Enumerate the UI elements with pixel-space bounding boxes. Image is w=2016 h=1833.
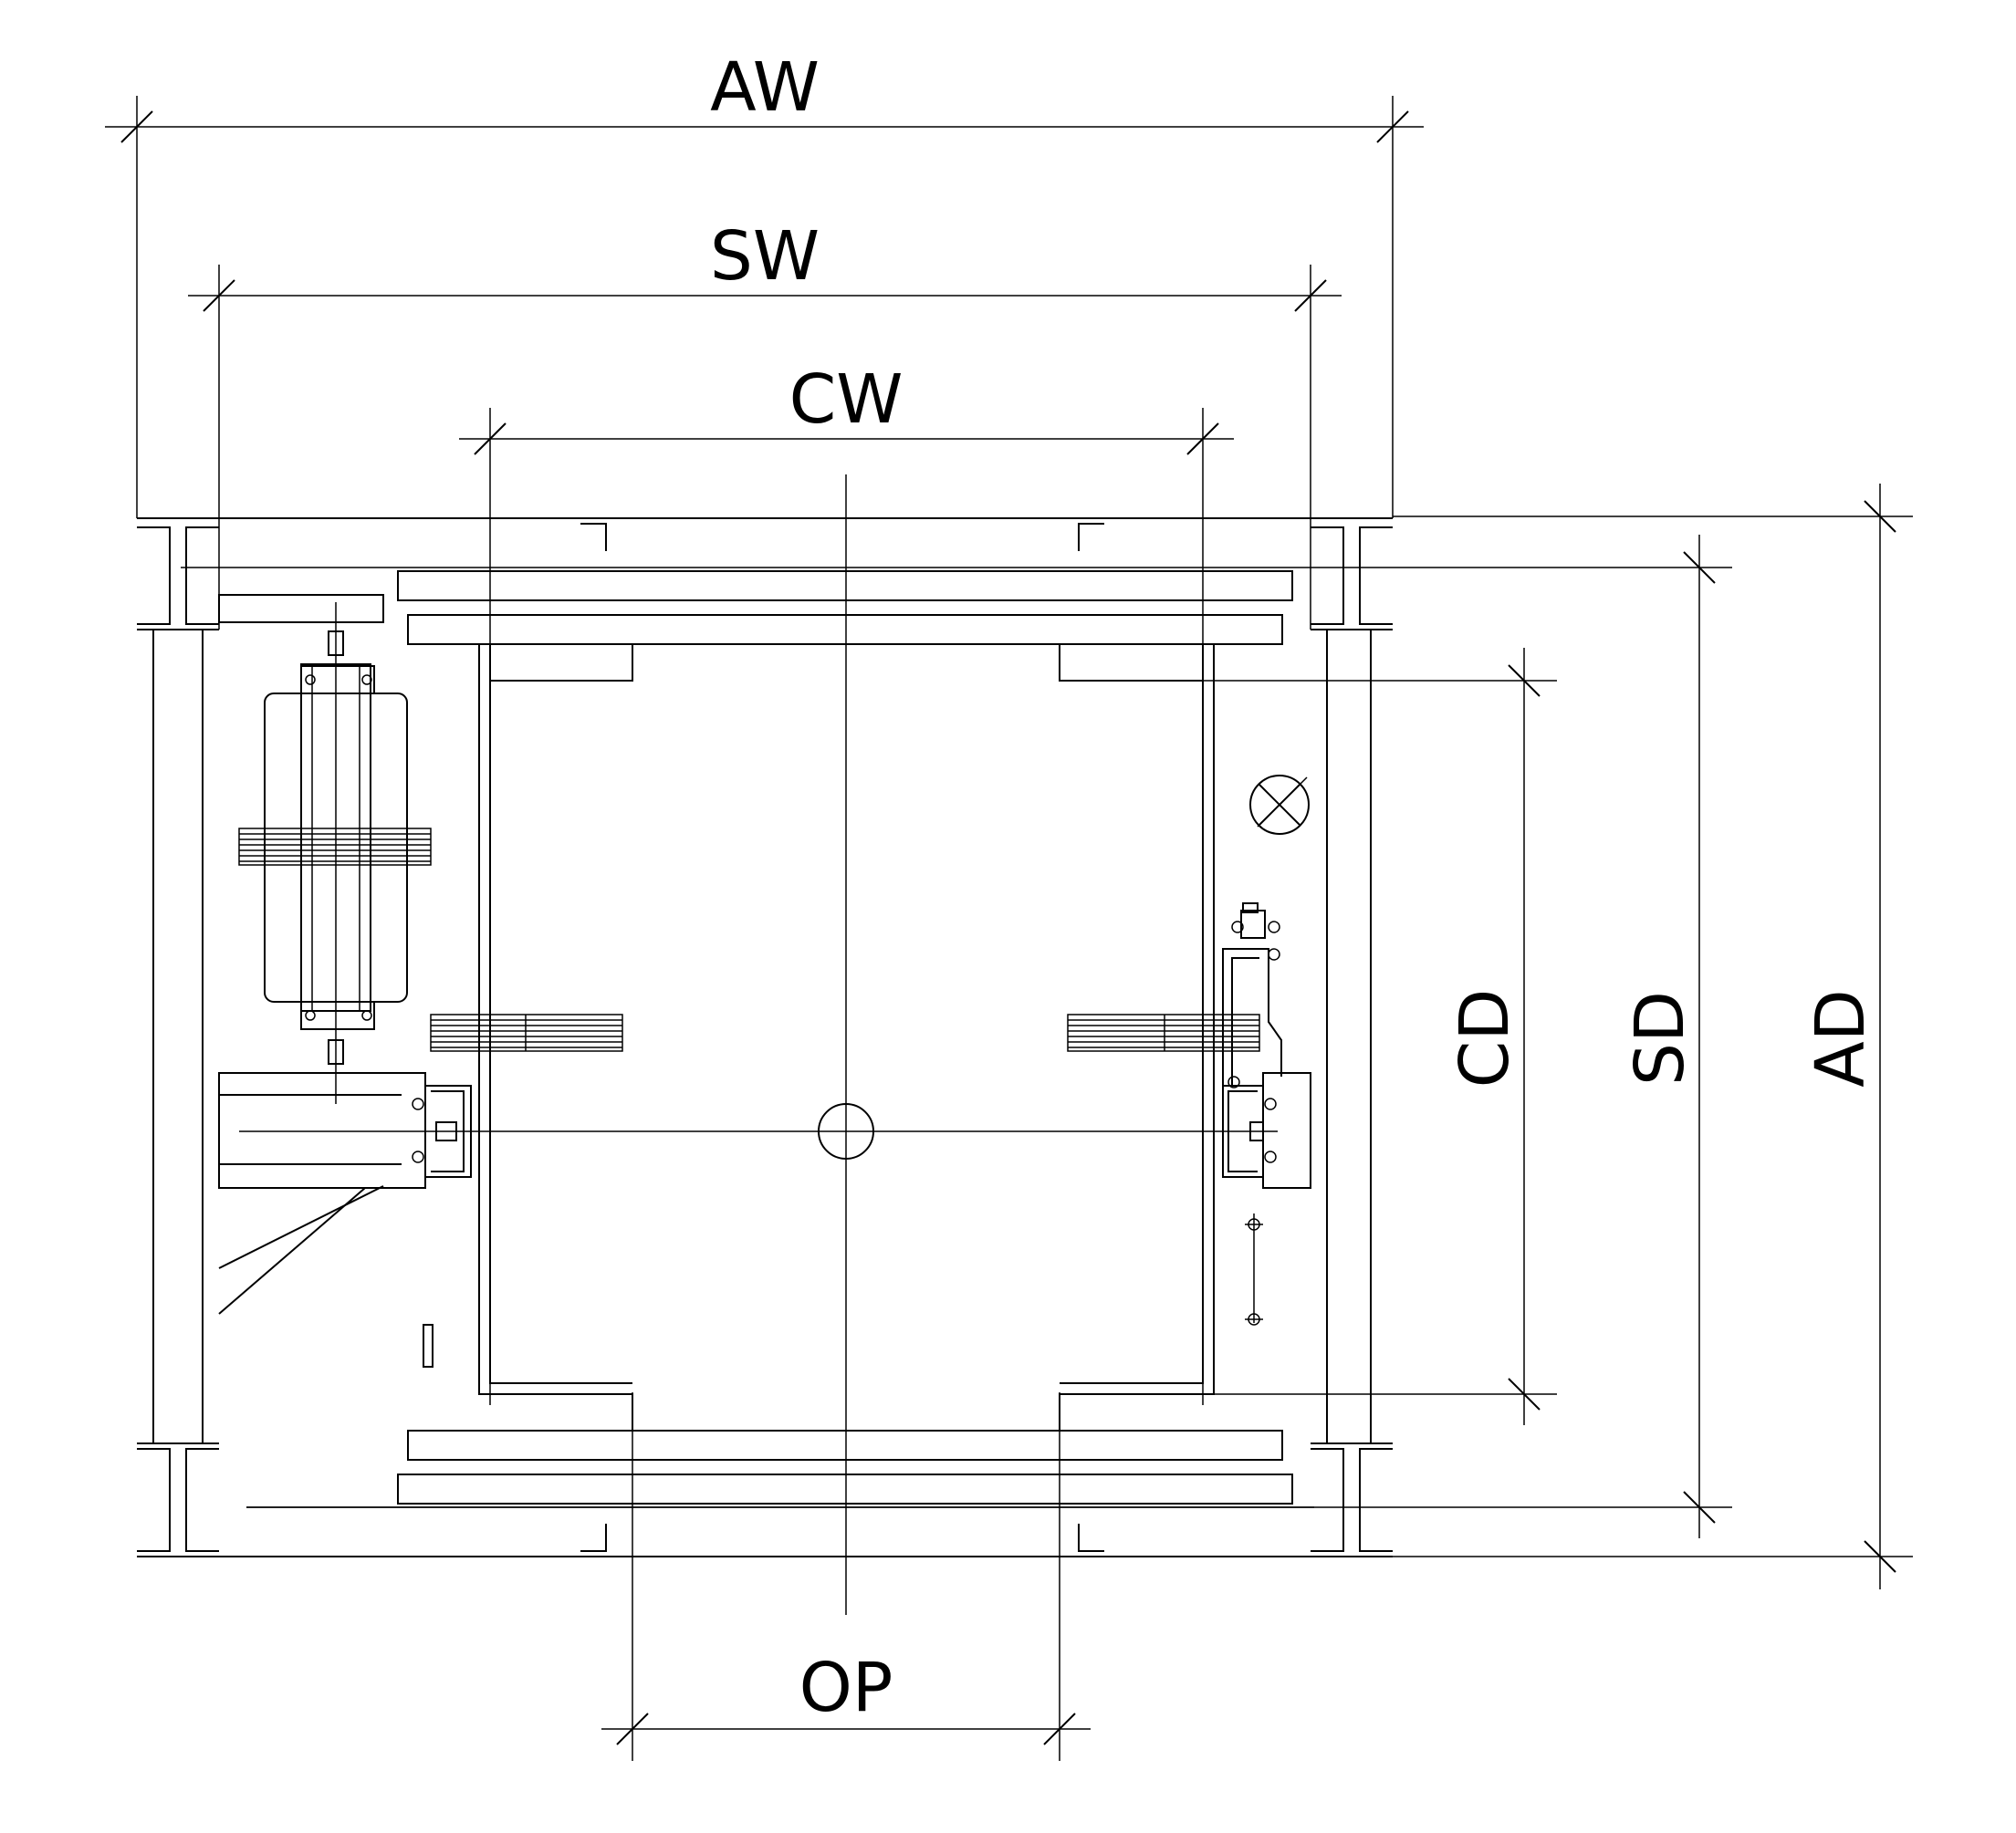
- i-beam-top-right: [1311, 517, 1393, 630]
- left-door-panels: [430, 1014, 623, 1052]
- dimension-aw: AW: [105, 48, 1424, 518]
- cable-marker: [1245, 1213, 1263, 1326]
- left-guide-rail: [218, 1072, 472, 1368]
- right-door-panels: [1067, 1014, 1260, 1052]
- door-stops: [580, 523, 1104, 1552]
- dimension-label-cw: CW: [789, 360, 904, 439]
- shaft-outline: [137, 517, 1393, 1557]
- light-fixture-icon: [1249, 775, 1310, 835]
- counterweight: [218, 594, 432, 1104]
- dimension-label-op: OP: [799, 1649, 893, 1727]
- dimension-label-cd: CD: [1446, 989, 1524, 1088]
- dimension-label-sd: SD: [1621, 991, 1699, 1086]
- dimension-cd: CD: [1059, 648, 1557, 1425]
- i-beam-bottom-left: [137, 1442, 219, 1557]
- dimension-op: OP: [601, 1392, 1091, 1761]
- dimension-label-ad: AD: [1802, 989, 1880, 1088]
- front-door-sills: [397, 570, 1293, 1505]
- i-beam-top-left: [137, 517, 219, 630]
- dimension-sw: SW: [188, 217, 1342, 630]
- i-beam-bottom-right: [1311, 1442, 1393, 1557]
- dimension-label-aw: AW: [710, 48, 820, 127]
- car-enclosure: [478, 643, 1215, 1431]
- dimension-ad: AD: [1393, 484, 1913, 1589]
- right-guide-rail: [1222, 902, 1311, 1189]
- center-axes: [239, 474, 1278, 1615]
- dimension-label-sw: SW: [710, 217, 820, 296]
